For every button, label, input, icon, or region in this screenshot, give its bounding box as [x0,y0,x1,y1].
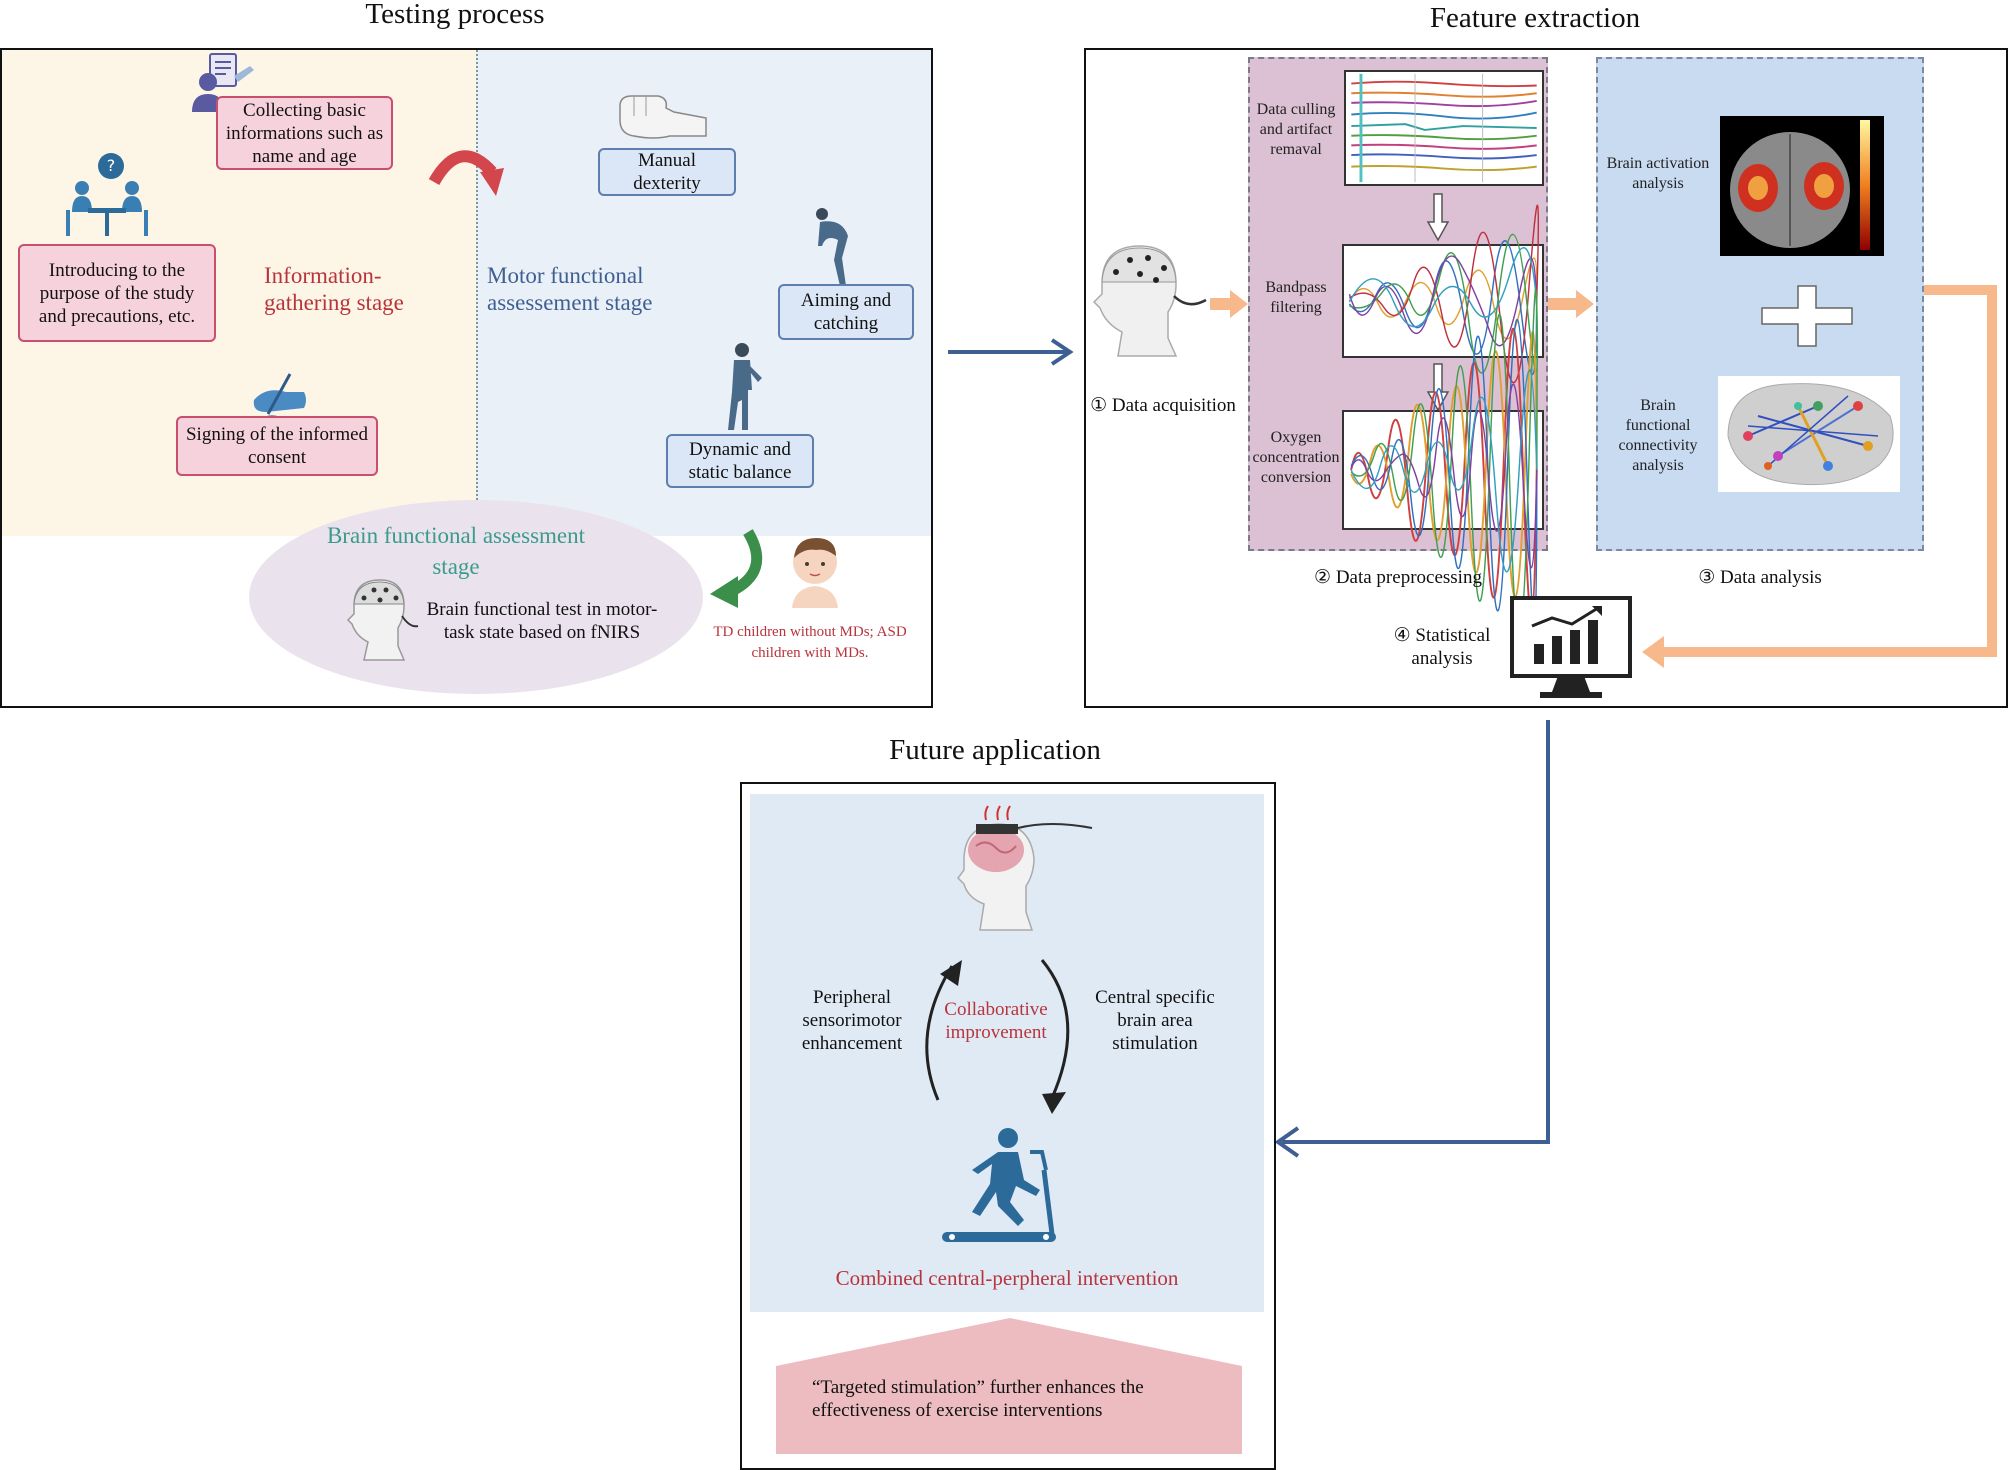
targeted-banner-shape [776,1318,1242,1454]
flow-arrow-feature-to-future [1274,720,1550,1158]
brain-stage-ellipse [249,500,703,694]
down-arrow-2 [1426,363,1450,412]
brain-connectivity-map [1718,376,1900,492]
bending-person-icon [816,208,848,286]
brain-stage-label: Brain functional assessment stage [326,523,586,579]
feature-extraction-title: Feature extraction [1429,2,1641,34]
bandpass-signal-plot [1342,204,1544,384]
children-text: TD children without MDs; ASD children wi… [713,624,907,661]
bandpass-label: Bandpass filtering [1265,279,1327,316]
collab-label: Collaborative improvement [944,999,1048,1043]
svg-text:?: ? [107,156,116,175]
motor-stage-label: Motor functional assessement stage [487,263,653,315]
oxygen-label: Oxygen concentration conversion [1252,429,1340,486]
data-analysis-label: ③ Data analysis [1698,567,1822,588]
brain-test-text: Brain functional test in motor-task stat… [426,599,658,643]
plus-icon [1761,285,1853,347]
running-treadmill-icon [942,1128,1056,1242]
oxygen-signal-plot [1342,288,1544,638]
child-face-icon [792,538,838,608]
flow-arrow-orange-2 [1548,290,1594,318]
curved-arrow-green-icon [710,529,763,608]
eeg-cap-head-icon [346,579,419,661]
meeting-icon: ? [66,153,148,236]
collecting-info-box: Collecting basic informations such as na… [216,96,393,170]
targeted-text: “Targeted stimulation” further enhances … [812,1377,1144,1421]
signing-hand-icon [253,373,306,421]
eeg-cap-head-icon [1092,245,1207,357]
monitor-chart-icon [1510,596,1632,698]
manual-dexterity-box: Manual dexterity [598,148,736,196]
fist-icon [619,95,707,139]
culling-label: Data culling and artifact remaval [1256,101,1336,158]
stage-divider [476,50,478,536]
activation-label: Brain activation analysis [1606,155,1710,192]
peripheral-label: Peripheral sensorimotor enhancement [801,987,903,1054]
introducing-box: Introducing to the purpose of the study … [18,244,216,342]
flow-arrow-orange-1 [1210,290,1248,318]
brain-stimulation-head-icon [957,805,1093,931]
future-application-title: Future application [889,734,1101,766]
brain-activation-map [1720,116,1884,256]
info-stage-label: Information-gathering stage [264,263,404,315]
standing-person-icon [728,343,762,430]
flow-arrow-testing-to-feature [948,338,1074,366]
testing-process-title: Testing process [365,0,545,30]
raw-signal-plot [1344,70,1544,186]
statistical-label: ④ Statistical analysis [1393,625,1491,669]
aiming-catching-box: Aiming and catching [778,284,914,340]
flow-arrow-orange-return [1642,285,1997,668]
cycle-arrows-icon [925,959,1070,1114]
signing-box: Signing of the informed consent [176,416,378,476]
balance-box: Dynamic and static balance [666,434,814,488]
combined-intervention-label: Combined central-perpheral intervention [835,1266,1179,1290]
data-acquisition-label: ① Data acquisition [1090,395,1236,416]
central-label: Central specific brain area stimulation [1095,987,1215,1054]
down-arrow-1 [1426,193,1450,242]
data-preprocessing-label: ② Data preprocessing [1314,567,1482,588]
curved-arrow-red-icon [428,150,504,196]
connectivity-label: Brain functional connectivity analysis [1618,397,1698,474]
